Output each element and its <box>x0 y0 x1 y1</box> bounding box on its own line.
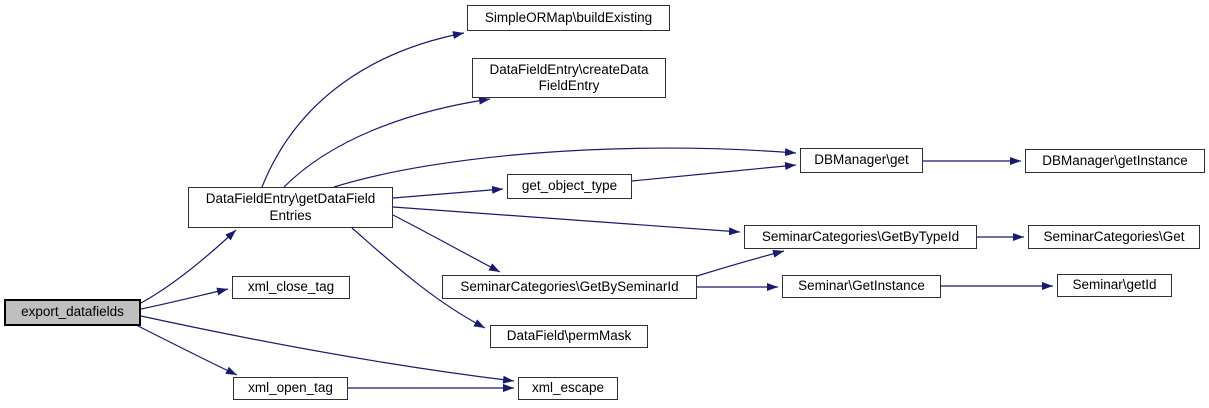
node-xml_close_tag[interactable]: xml_close_tag <box>232 276 350 299</box>
node-GetBySeminarId[interactable]: SeminarCategories\GetBySeminarId <box>442 275 697 299</box>
edge-getDataFieldEntries-to-GetByTypeId <box>392 206 741 236</box>
node-label: xml_open_tag <box>248 380 333 396</box>
node-label: DataField\permMask <box>506 328 632 344</box>
node-label: export_datafields <box>21 304 124 320</box>
node-label: DBManager\getInstance <box>1042 152 1188 168</box>
node-label: DBManager\get <box>814 152 909 168</box>
node-label: SeminarCategories\GetByTypeId <box>761 228 960 244</box>
node-label: SeminarCategories\GetBySeminarId <box>460 278 679 294</box>
node-buildExisting[interactable]: SimpleORMap\buildExisting <box>467 5 670 31</box>
node-Seminar_GetInstance[interactable]: Seminar\GetInstance <box>782 275 941 298</box>
node-createDataFieldEntry[interactable]: DataFieldEntry\createData FieldEntry <box>472 58 666 98</box>
edge-getDataFieldEntries-to-buildExisting <box>261 31 465 188</box>
edge-getDataFieldEntries-to-GetBySeminarId <box>392 214 501 273</box>
edge-export_datafields-to-xml_escape <box>140 315 515 384</box>
node-label: xml_escape <box>531 380 605 396</box>
node-label: Seminar\getId <box>1072 277 1157 293</box>
edge-getDataFieldEntries-to-permMask <box>351 227 486 329</box>
node-label: SeminarCategories\Get <box>1043 228 1185 244</box>
edge-group <box>135 31 1053 392</box>
node-label: get_object_type <box>521 178 618 194</box>
edge-export_datafields-to-xml_close_tag <box>140 287 229 310</box>
node-get_object_type[interactable]: get_object_type <box>507 174 632 199</box>
node-Seminar_getId[interactable]: Seminar\getId <box>1057 274 1172 297</box>
node-GetByTypeId[interactable]: SeminarCategories\GetByTypeId <box>744 225 977 249</box>
edge-getDataFieldEntries-to-get_object_type <box>392 185 504 199</box>
edge-get_object_type-to-DBManager_get <box>631 162 797 182</box>
node-DBManager_getInstance[interactable]: DBManager\getInstance <box>1025 149 1205 173</box>
node-export_datafields: export_datafields <box>4 299 141 326</box>
node-xml_escape[interactable]: xml_escape <box>518 377 618 400</box>
edge-getDataFieldEntries-to-DBManager_get <box>333 147 797 188</box>
node-permMask[interactable]: DataField\permMask <box>490 325 648 348</box>
node-label: DataFieldEntry\createData FieldEntry <box>489 61 649 93</box>
node-label: DataFieldEntry\getDataField Entries <box>205 191 376 223</box>
node-getDataFieldEntries[interactable]: DataFieldEntry\getDataField Entries <box>188 187 393 228</box>
edge-GetBySeminarId-to-GetByTypeId <box>696 249 785 277</box>
edge-export_datafields-to-getDataFieldEntries <box>140 229 237 304</box>
edge-getDataFieldEntries-to-createDataFieldEntry <box>283 96 491 188</box>
node-label: SimpleORMap\buildExisting <box>484 9 653 25</box>
node-SeminarCategories_Get[interactable]: SeminarCategories\Get <box>1028 225 1200 249</box>
node-label: xml_close_tag <box>247 279 335 295</box>
edge-export_datafields-to-xml_open_tag <box>135 324 238 376</box>
node-DBManager_get[interactable]: DBManager\get <box>800 148 923 173</box>
node-xml_open_tag[interactable]: xml_open_tag <box>233 377 348 400</box>
node-label: Seminar\GetInstance <box>798 278 925 294</box>
